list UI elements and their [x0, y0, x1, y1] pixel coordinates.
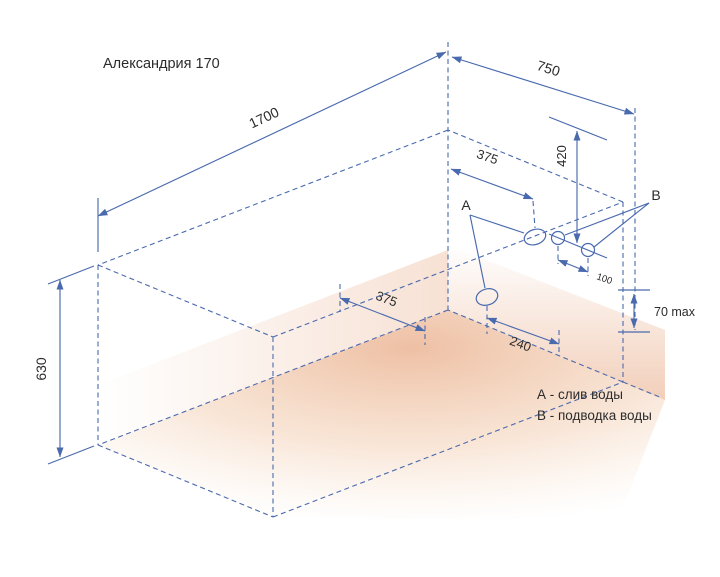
extension-line-bottom — [47, 445, 95, 465]
dim-label-height: 630 — [33, 357, 49, 381]
dim-label-width: 750 — [535, 57, 562, 79]
extension-line-bottom — [548, 233, 608, 259]
room-shading — [98, 245, 665, 520]
dim-label-supply-offset: 375 — [475, 146, 500, 167]
dim-label-drain-end: 240 — [508, 333, 534, 355]
drain-outlet-circle — [523, 228, 547, 246]
dim-supply-offset-375: 375 — [450, 146, 536, 229]
dim-supply-height-420: 420 — [548, 116, 608, 259]
box-edge-top-back-right — [447, 129, 624, 203]
dim-height-630: 630 — [33, 265, 95, 465]
dim-length-1700: 1700 — [97, 51, 447, 252]
dim-label-supply-spacing: 100 — [595, 271, 614, 287]
dim-drain-floor-375: 375 — [339, 284, 426, 345]
water-supply-points: 100 B — [550, 187, 661, 287]
dimension-line — [451, 56, 635, 115]
leader-line-b2 — [593, 202, 650, 248]
dim-width-750: 750 — [451, 56, 635, 115]
supply-circle-1 — [550, 230, 566, 246]
leader-line-a2 — [469, 214, 486, 289]
legend-b: B - подводка воды — [537, 408, 652, 423]
dim-label-supply-height: 420 — [554, 145, 569, 167]
extension-line-top — [47, 265, 95, 285]
dim-label-gap: 70 max — [654, 305, 696, 319]
dimension-line — [486, 317, 560, 345]
box-edge-bottom-back-left — [97, 309, 449, 446]
drain-circle — [475, 288, 499, 306]
extension-line-drop — [532, 200, 536, 229]
bathtub-bounding-box — [97, 42, 663, 518]
point-a-label: А — [461, 197, 471, 213]
drawing-title: Александрия 170 — [103, 56, 220, 72]
dimension-line — [97, 51, 447, 217]
floor-shading — [98, 310, 665, 520]
dim-label-length: 1700 — [246, 104, 281, 132]
dimension-line — [450, 168, 534, 200]
water-drain-points: А — [461, 197, 547, 334]
box-edge-bottom-back-right — [447, 309, 624, 383]
legend-a: А - слив воды — [537, 387, 623, 402]
extension-line-top — [548, 116, 608, 141]
box-edge-top-front-right — [272, 201, 624, 338]
dimension-line-100 — [557, 259, 589, 273]
supply-circle-2 — [580, 242, 596, 258]
box-edge-top-front-left — [97, 264, 274, 338]
box-edge-bottom-front-right — [272, 381, 624, 518]
box-edge-bottom-front-left — [97, 444, 274, 518]
floor-base-extension — [622, 381, 663, 399]
point-b-label: B — [651, 187, 660, 203]
leader-line-a1 — [469, 214, 525, 234]
box-edge-top-back-left — [97, 129, 449, 266]
dimension-line — [339, 297, 426, 332]
dim-drain-end-240: 240 — [486, 317, 560, 355]
dim-label-drain-floor: 375 — [374, 288, 400, 310]
leader-line-b1 — [564, 202, 650, 236]
dim-gap-70max: 70 max — [618, 289, 696, 333]
